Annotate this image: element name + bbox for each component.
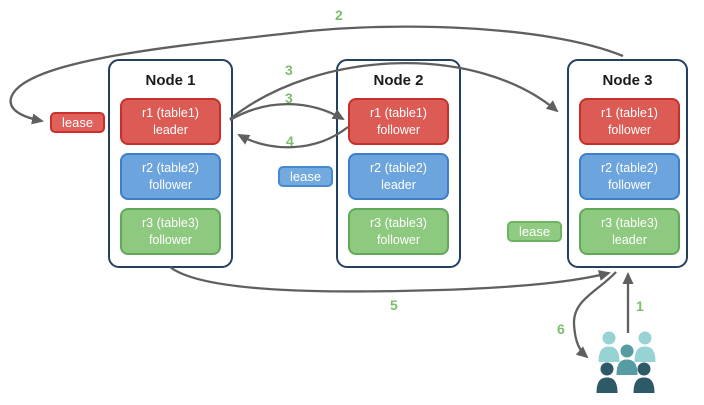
person-icon: [596, 362, 618, 393]
replica-label: r2 (table2): [601, 161, 658, 176]
replica-n1-r3: r3 (table3) follower: [120, 208, 221, 255]
node-2-title: Node 2: [373, 72, 424, 89]
arrow-2: [9, 25, 624, 125]
replica-n3-r2: r2 (table2) follower: [579, 153, 680, 200]
arrow-label-1: 1: [636, 298, 644, 314]
replica-label: r2 (table2): [370, 161, 427, 176]
replica-role: follower: [148, 177, 193, 192]
clients-people-group: [596, 331, 656, 393]
replica-label: r3 (table3): [142, 216, 199, 231]
replica-role: follower: [376, 122, 421, 137]
arrow-label-6: 6: [557, 321, 565, 337]
replica-label: r1 (table1): [142, 106, 199, 121]
lease-badge-green: lease: [507, 221, 563, 242]
replica-role: follower: [376, 232, 421, 247]
lease-badge-red: lease: [50, 112, 106, 133]
lease-label: lease: [290, 169, 322, 184]
replica-label: r3 (table3): [370, 216, 427, 231]
replica-n2-r1: r1 (table1) follower: [348, 98, 449, 145]
lease-label: lease: [62, 115, 94, 130]
replica-label: r1 (table1): [370, 106, 427, 121]
replica-role: leader: [612, 232, 647, 247]
node-3: Node 3 r1 (table1) follower r2 (table2) …: [567, 59, 688, 268]
replica-role: follower: [607, 122, 652, 137]
replica-n2-r3: r3 (table3) follower: [348, 208, 449, 255]
node-1: Node 1 r1 (table1) leader r2 (table2) fo…: [108, 59, 233, 268]
replica-role: follower: [607, 177, 652, 192]
replica-label: r1 (table1): [601, 106, 658, 121]
replica-n1-r1: r1 (table1) leader: [120, 98, 221, 145]
replica-n3-r1: r1 (table1) follower: [579, 98, 680, 145]
arrow-label-3a: 3: [285, 62, 293, 78]
replica-role: follower: [148, 232, 193, 247]
lease-label: lease: [519, 224, 551, 239]
arrow-3-to-node2: [229, 102, 345, 121]
arrow-label-3b: 3: [285, 90, 293, 106]
replica-n2-r2: r2 (table2) leader: [348, 153, 449, 200]
person-icon: [634, 331, 656, 362]
node-2: Node 2 r1 (table1) follower r2 (table2) …: [336, 59, 461, 268]
replica-role: leader: [153, 122, 188, 137]
person-icon: [616, 344, 638, 375]
node-3-title: Node 3: [602, 72, 653, 89]
node-1-title: Node 1: [145, 72, 196, 89]
person-icon: [598, 331, 620, 362]
replica-role: leader: [381, 177, 416, 192]
replica-n3-r3: r3 (table3) leader: [579, 208, 680, 255]
arrow-label-5: 5: [390, 297, 398, 313]
replica-n1-r2: r2 (table2) follower: [120, 153, 221, 200]
arrow-label-2: 2: [335, 7, 343, 23]
arrow-5: [169, 266, 611, 293]
arrow-label-4: 4: [286, 133, 294, 149]
lease-badge-blue: lease: [278, 166, 334, 187]
replica-label: r3 (table3): [601, 216, 658, 231]
person-icon: [633, 362, 655, 393]
replica-label: r2 (table2): [142, 161, 199, 176]
